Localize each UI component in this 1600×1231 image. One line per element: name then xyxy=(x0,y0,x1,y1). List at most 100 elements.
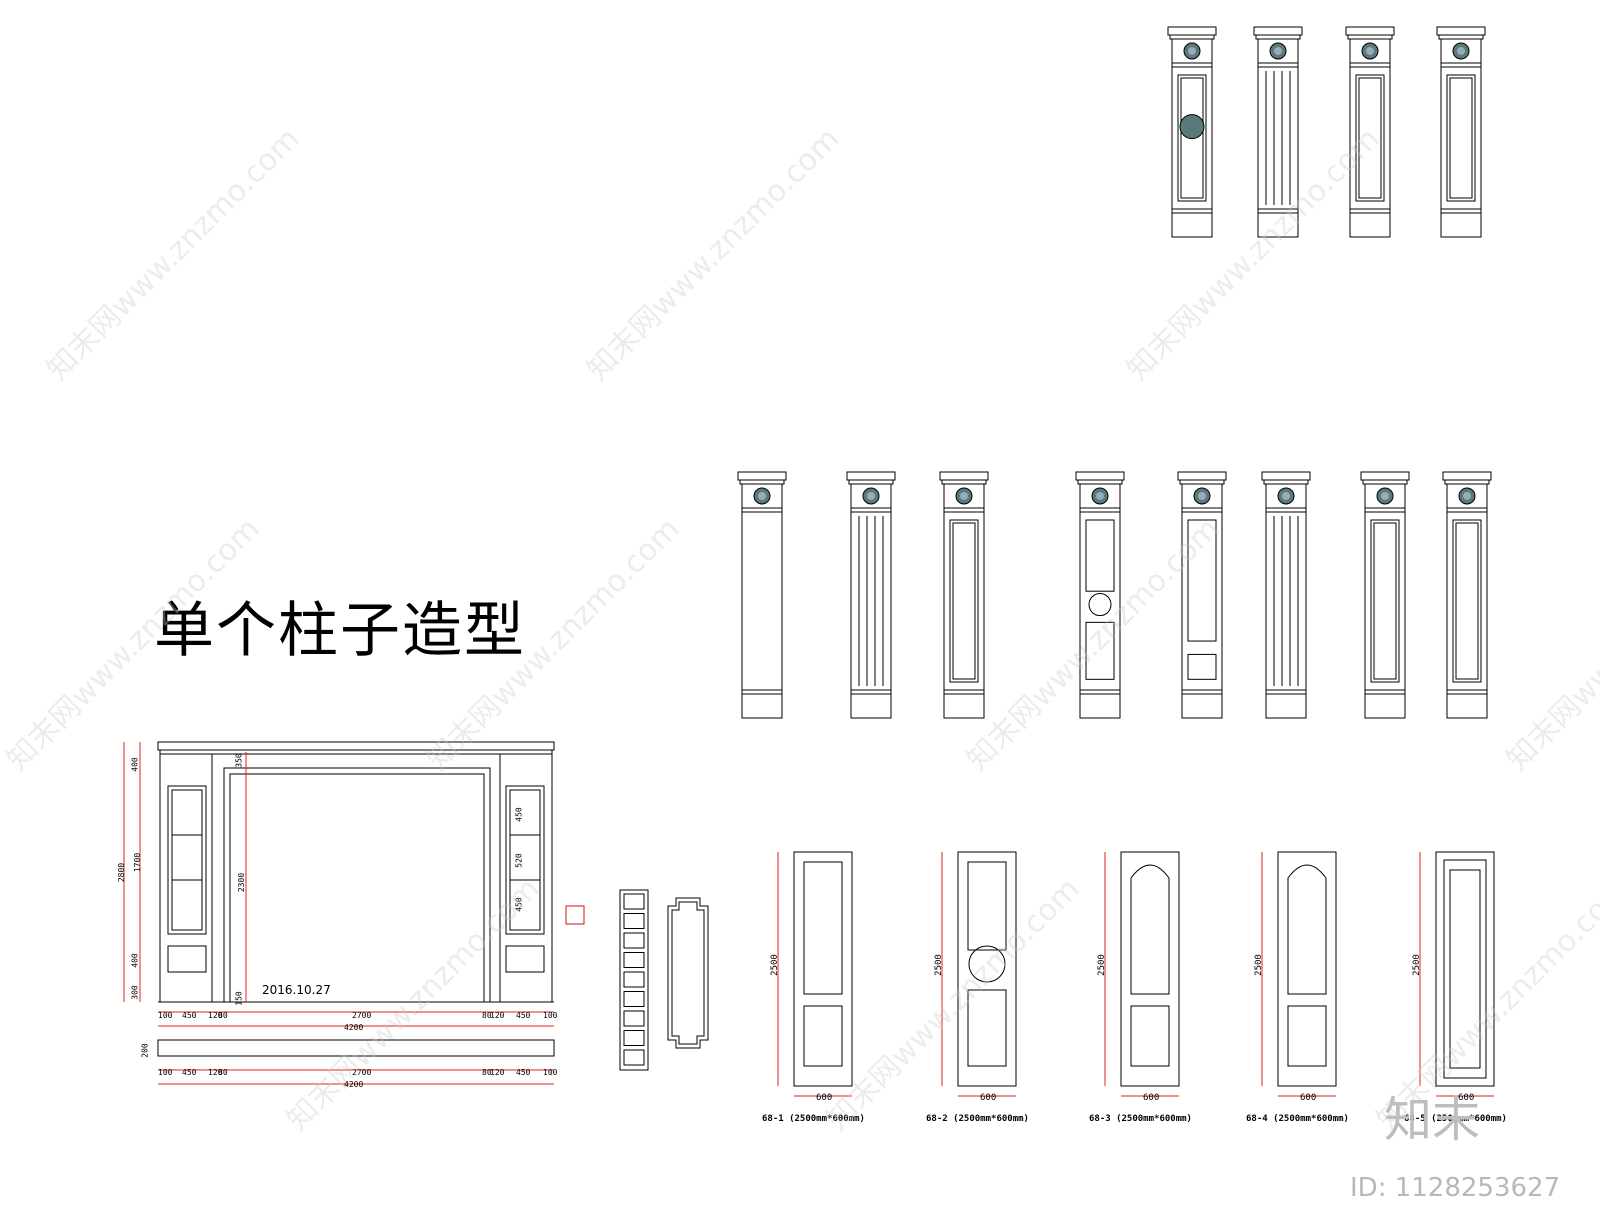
lower-panel xyxy=(1287,1005,1327,1067)
medallion-core xyxy=(1096,492,1104,500)
column-base xyxy=(1446,693,1488,719)
door-3 xyxy=(1104,851,1180,1097)
column-cap-molding xyxy=(1362,479,1408,485)
medallion-core xyxy=(1188,47,1196,55)
column-neck xyxy=(1440,62,1482,68)
inner-panel xyxy=(1452,519,1482,683)
column-cap xyxy=(1177,471,1227,481)
column-cap xyxy=(1075,471,1125,481)
inner-panel-bead xyxy=(1373,522,1397,680)
tv-frame-inner xyxy=(229,773,485,1003)
lower-panel xyxy=(1187,653,1217,680)
lattice-cell xyxy=(623,893,645,910)
upper-panel xyxy=(1187,519,1217,642)
medallion-core xyxy=(1366,47,1374,55)
lattice-cell xyxy=(623,971,645,988)
column-base xyxy=(1181,693,1223,719)
column-shaft xyxy=(850,511,892,691)
inner-dimension-label: 150 xyxy=(234,991,244,1006)
column-cap xyxy=(1167,26,1217,36)
upper-panel xyxy=(967,861,1007,951)
column-neck xyxy=(1181,507,1223,513)
bottom-dimension-label: 120 xyxy=(208,1011,223,1020)
vertical-dimension-label: 400 xyxy=(130,757,140,772)
door-2 xyxy=(941,851,1017,1097)
door-leaf xyxy=(1435,851,1495,1087)
left-drawer xyxy=(167,945,207,973)
plan-dimension-label: 120 xyxy=(490,1068,505,1077)
column-base-molding xyxy=(1181,689,1223,695)
column-cap-molding xyxy=(848,479,894,485)
medallion-core xyxy=(1274,47,1282,55)
column-shaft xyxy=(741,511,783,691)
stamp-icon xyxy=(565,905,585,925)
circle-panel xyxy=(968,945,1006,983)
column-cap xyxy=(939,471,989,481)
column-base xyxy=(850,693,892,719)
bottom-dimension-label: 80 xyxy=(482,1011,492,1020)
plan-dimension-label: 80 xyxy=(482,1068,492,1077)
column-neck xyxy=(1265,507,1307,513)
cabinet-dimension-label: 450 xyxy=(514,897,524,912)
column-cap-molding xyxy=(1444,479,1490,485)
plan-dimension-label: 450 xyxy=(516,1068,531,1077)
upper-panel xyxy=(803,861,843,995)
column-neck xyxy=(741,507,783,513)
column-cap-molding xyxy=(941,479,987,485)
door-width-label: 600 xyxy=(980,1093,997,1103)
column-cap-molding xyxy=(1347,34,1393,40)
total-dimension-label: 4200 xyxy=(344,1023,364,1032)
door-caption: 68-4 (2500mm*600mm) xyxy=(1246,1114,1349,1124)
inner-panel xyxy=(1449,869,1481,1069)
medallion-core xyxy=(960,492,968,500)
door-leaf xyxy=(793,851,853,1087)
door-leaf xyxy=(1120,851,1180,1087)
top-column-1 xyxy=(1167,26,1217,238)
column-cap xyxy=(1360,471,1410,481)
shaped-panel xyxy=(667,897,709,1049)
column-base xyxy=(1171,212,1213,238)
bottom-dimension-label: 100 xyxy=(543,1011,558,1020)
door-height-label: 2500 xyxy=(769,954,780,976)
bottom-dimension-label: 80 xyxy=(218,1011,228,1020)
tv-wall-elevation xyxy=(123,741,585,1085)
column-neck xyxy=(1446,507,1488,513)
medallion-core xyxy=(1282,492,1290,500)
column-cap-molding xyxy=(1438,34,1484,40)
middle-column-5 xyxy=(1177,471,1227,719)
inner-dimension-label: 350 xyxy=(234,753,244,768)
medallion-core xyxy=(1198,492,1206,500)
column-cap xyxy=(1261,471,1311,481)
column-base xyxy=(943,693,985,719)
column-base-molding xyxy=(741,689,783,695)
vertical-dimension-label: 300 xyxy=(130,985,140,1000)
door-row xyxy=(777,851,1495,1097)
medallion-core xyxy=(1457,47,1465,55)
column-neck xyxy=(1349,62,1391,68)
medallion-core xyxy=(1463,492,1471,500)
column-cap-molding xyxy=(1179,479,1225,485)
shaped-panel-inner xyxy=(671,901,705,1045)
column-shaft xyxy=(1257,66,1299,210)
inner-dimension-label: 2300 xyxy=(237,872,247,893)
door-leaf xyxy=(957,851,1017,1087)
inner-panel xyxy=(1446,74,1476,202)
column-cap xyxy=(1436,26,1486,36)
plan-dimension-label: 2700 xyxy=(352,1068,372,1077)
column-cap xyxy=(1253,26,1303,36)
door-height-label: 2500 xyxy=(1411,954,1422,976)
column-cap xyxy=(846,471,896,481)
right-glass-cabinet xyxy=(505,785,545,935)
right-drawer xyxy=(505,945,545,973)
rosette-icon xyxy=(1179,114,1205,140)
plan-dimension-label: 120 xyxy=(208,1068,223,1077)
inner-panel-bead xyxy=(1455,522,1479,680)
door-4 xyxy=(1261,851,1337,1097)
column-base-molding xyxy=(1440,208,1482,214)
middle-column-6 xyxy=(1261,471,1311,719)
lattice-cell xyxy=(623,991,645,1007)
bottom-dimension-label: 450 xyxy=(182,1011,197,1020)
medallion-core xyxy=(1381,492,1389,500)
column-cap xyxy=(1345,26,1395,36)
middle-column-2 xyxy=(846,471,896,719)
